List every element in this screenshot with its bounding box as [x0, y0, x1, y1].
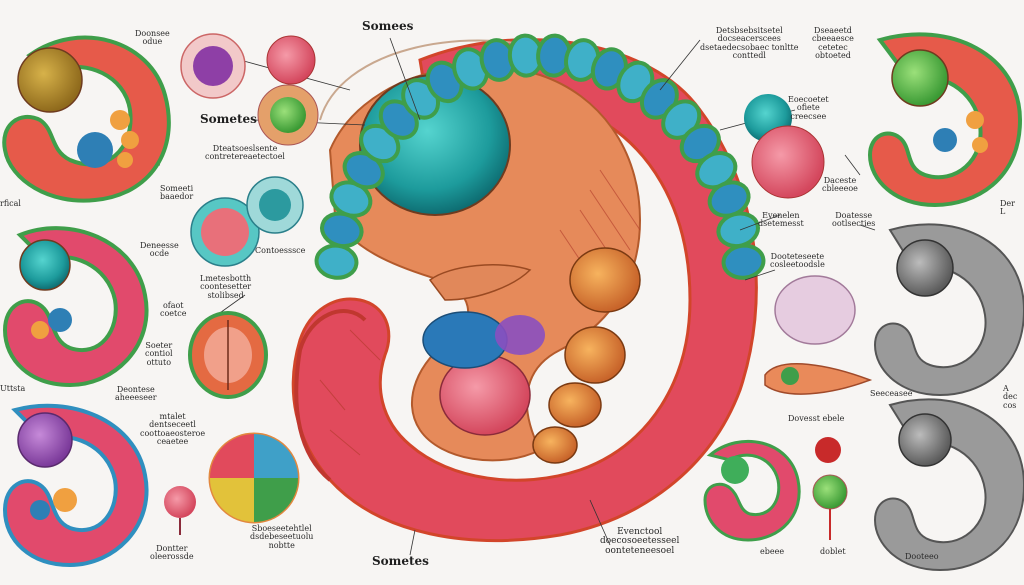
- annotation: Evenelen dsetemesst: [758, 211, 804, 229]
- left-embryo-2: [2, 226, 149, 388]
- right-embryo-gray-1: [873, 223, 1024, 397]
- leader-lines: [120, 37, 876, 556]
- label-somites-bottom: Sometes: [372, 554, 429, 568]
- annotation: Eoecoetet ofiete creecsee: [788, 95, 829, 121]
- annotation: Der L: [1000, 199, 1015, 217]
- label-somites-left: Sometes: [200, 112, 257, 126]
- annotation: Lmetesbotth coontesetter stolibsed: [200, 274, 252, 300]
- pin-sphere: [164, 486, 196, 518]
- annotation: Dooteeo: [905, 552, 939, 561]
- annotation: ofaot coetce: [160, 301, 187, 319]
- somite-segment: [314, 243, 359, 280]
- label-somites-top: Somees: [362, 19, 414, 33]
- annotation: Sboeseetehtlel dsdebeseetuolu nobtte: [250, 524, 314, 550]
- annotation: Someeti baaedor: [160, 184, 194, 202]
- upper-limb-bud: [428, 264, 532, 301]
- sphere-pink-right: [751, 125, 825, 199]
- right-embryo-color: [867, 32, 1023, 208]
- annotation: A dec cos: [1003, 384, 1018, 410]
- annotation: Detsbsebsitsetel docseacerscees dsetaede…: [700, 26, 799, 61]
- right-embryo-gray-2: [873, 398, 1024, 572]
- somite-ring: [314, 33, 766, 280]
- right-small-embryo: [703, 439, 801, 542]
- left-embryo-3: [2, 403, 149, 568]
- annotation: Evenctool doecosoeetesseel oonteteneesoe…: [600, 527, 680, 556]
- left-embryo-1: [2, 35, 171, 203]
- annotation: Doatesse ootlsecties: [832, 211, 876, 229]
- annotation: mtalet dentseceetl coottoaeosteroe ceaet…: [140, 412, 206, 447]
- red-bulb: [815, 437, 841, 463]
- annotation: Deontese aheeeseer: [115, 385, 157, 403]
- annotation: Dovesst ebele: [788, 414, 845, 423]
- blue-organ: [422, 311, 508, 369]
- annotation: Dooteteseete cosleetoodsle: [770, 252, 825, 270]
- annotation: Dseaeetd cbeeaesce cetetec obtoeted: [812, 26, 854, 61]
- annotation: Doonsee odue: [135, 29, 170, 47]
- annotation: Contoesssce: [255, 246, 306, 255]
- annotation: Deneesse ocde: [140, 241, 179, 259]
- orange-somite-ball-2: [564, 326, 626, 384]
- orange-somite-ball-3: [548, 382, 602, 428]
- annotation: Daceste cbleeeoe: [822, 176, 858, 194]
- left-detail-spheres: [164, 33, 319, 535]
- annotation: doblet: [820, 547, 846, 556]
- orange-somite-ball-1: [569, 247, 641, 313]
- green-bulb: [812, 474, 848, 510]
- annotation: Dontter oleerossde: [150, 544, 194, 562]
- orange-somite-ball-4: [532, 426, 578, 464]
- annotation: Soeter contiol ottuto: [145, 341, 173, 367]
- annotation: ebeee: [760, 547, 785, 556]
- sphere-lilac-right: [774, 275, 856, 345]
- somite-segment: [721, 243, 766, 280]
- leaf-section-right: [764, 363, 873, 395]
- annotation: Dteatsoeslsente contretereaetectoel: [205, 144, 285, 162]
- purple-organ: [495, 315, 545, 355]
- annotation: Seeceasee: [870, 389, 913, 398]
- right-detail-spheres: [744, 94, 873, 540]
- sphere-pink-cell: [266, 35, 316, 85]
- annotation: rfical: [0, 199, 21, 208]
- annotation: Uttsta: [0, 384, 26, 393]
- embryo-tail: [294, 309, 367, 482]
- muscle-striations: [319, 169, 641, 456]
